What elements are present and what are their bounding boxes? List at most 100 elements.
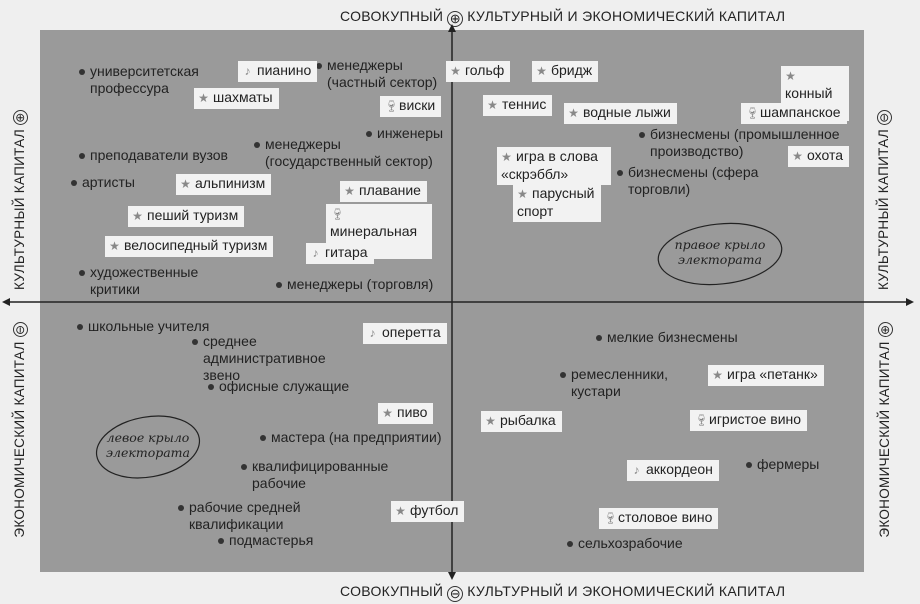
top-title-left: СОВОКУПНЫЙ [340, 8, 444, 24]
profession-label: фермеры [745, 456, 820, 472]
practice-text: велосипедный туризм [124, 237, 268, 253]
star-icon: ★ [109, 239, 120, 253]
practice-text: игристое вино [709, 411, 802, 427]
practice-text: футбол [410, 502, 459, 518]
profession-label: менеджеры (торговля) [275, 276, 434, 292]
practice-label: ★игра в слова «скрэббл» [497, 147, 611, 185]
profession-label: менеджеры (частный сектор) [316, 57, 447, 91]
star-icon: ★ [180, 177, 191, 191]
practice-label: ★ гольф [446, 61, 511, 82]
practice-text: гольф [465, 62, 505, 78]
music-note-icon: ♪ [633, 463, 640, 477]
practice-label: ★ охота [788, 146, 849, 167]
practice-label: ★ плавание [340, 181, 427, 202]
star-icon: ★ [132, 209, 143, 223]
practice-text: охота [807, 147, 843, 163]
practice-text: плавание [359, 182, 421, 198]
plus-symbol-icon: ⊕ [447, 11, 464, 27]
star-icon: ★ [568, 106, 579, 120]
left-wing-oval [95, 415, 201, 479]
practice-label: ★бридж [532, 61, 599, 82]
practice-label: ★парусный спорт [513, 184, 601, 222]
profession-label: бизнесмены (промышленное производство) [639, 126, 850, 160]
practice-text: оперетта [382, 324, 441, 340]
star-icon: ★ [712, 368, 723, 382]
practice-label: ♪ аккордеон [627, 460, 719, 481]
glass-icon: 🍷︎ [745, 106, 761, 120]
practice-text: пиво [397, 404, 428, 420]
practice-label: ★рыбалка [481, 411, 562, 432]
profession-label: мелкие бизнесмены [596, 329, 738, 345]
profession-label: среднее административное звено [192, 333, 348, 384]
glass-icon: 🍷︎ [694, 413, 710, 427]
top-axis-title: СОВОКУПНЫЙ⊕КУЛЬТУРНЫЙ И ЭКОНОМИЧЕСКИЙ КА… [340, 8, 785, 27]
right-wing-oval [657, 222, 783, 286]
profession-text: менеджеры (государственный сектор) [265, 136, 433, 169]
practice-text: теннис [502, 96, 547, 112]
practice-text: игра в слова «скрэббл» [501, 148, 598, 182]
star-icon: ★ [517, 187, 528, 201]
profession-label: подмастерья [217, 532, 314, 548]
left-wing-label: левое крыло электората [106, 430, 190, 460]
practice-text: гитара [325, 244, 368, 260]
profession-text: бизнесмены (промышленное производство) [650, 126, 840, 159]
arrow-left-icon [2, 298, 10, 306]
practice-label: ♪ оперетта [363, 323, 447, 344]
practice-label: ★игра «петанк» [708, 365, 824, 386]
profession-label: сельхозрабочие [567, 535, 683, 551]
profession-label: бизнесмены (сфера торговли) [617, 164, 768, 198]
bottom-axis-title: СОВОКУПНЫЙ⊖КУЛЬТУРНЫЙ И ЭКОНОМИЧЕСКИЙ КА… [340, 583, 785, 602]
music-note-icon: ♪ [312, 246, 319, 260]
profession-label: артисты [71, 174, 135, 190]
star-icon: ★ [487, 98, 498, 112]
profession-text: художественные критики [90, 264, 199, 297]
profession-label: школьные учителя [76, 318, 210, 334]
arrow-up-icon [448, 24, 456, 32]
profession-text: квалифицированные рабочие [252, 458, 389, 491]
practice-text: альпинизм [195, 175, 266, 191]
profession-text: бизнесмены (сфера торговли) [628, 164, 759, 197]
practice-label: ♪ гитара [306, 243, 374, 264]
practice-label: 🍷︎игристое вино [690, 410, 808, 431]
profession-label: преподаватели вузов [79, 147, 228, 163]
right-wing-label: правое крыло электората [674, 237, 766, 267]
music-note-icon: ♪ [369, 326, 376, 340]
glass-icon: 🍷︎ [603, 511, 619, 525]
star-icon: ★ [344, 184, 355, 198]
practice-label: ★ велосипедный туризм [105, 236, 274, 257]
profession-label: мастера (на предприятии) [259, 429, 442, 445]
practice-text: столовое вино [618, 509, 713, 525]
profession-text: ремесленники, кустари [571, 366, 669, 399]
profession-text: среднее административное звено [203, 333, 326, 383]
star-icon: ★ [395, 504, 406, 518]
practice-label: ★ футбол [391, 501, 465, 522]
star-icon: ★ [792, 149, 803, 163]
profession-label: университетская профессура [79, 63, 220, 97]
practice-label: 🍷︎виски [380, 96, 442, 117]
practice-label: 🍷︎шампанское [741, 103, 847, 124]
profession-text: университетская профессура [90, 63, 199, 96]
profession-label: рабочие средней квалификации [178, 499, 314, 533]
glass-icon: 🍷︎ [384, 99, 400, 113]
practice-text: бридж [551, 62, 593, 78]
practice-label: ★ водные лыжи [564, 103, 677, 124]
profession-text: менеджеры (частный сектор) [327, 57, 438, 90]
practice-text: шахматы [213, 89, 273, 105]
star-icon: ★ [450, 64, 461, 78]
glass-icon: 🍷︎ [330, 207, 346, 221]
arrow-down-icon [448, 572, 456, 580]
practice-text: рыбалка [500, 412, 556, 428]
practice-label: ★ теннис [483, 95, 553, 116]
practice-label: ★ пиво [378, 403, 434, 424]
practice-label: ★шахматы [194, 88, 279, 109]
practice-label: ★ альпинизм [176, 174, 272, 195]
practice-text: водные лыжи [583, 104, 671, 120]
bottom-title-left: СОВОКУПНЫЙ [340, 583, 444, 599]
music-note-icon: ♪ [244, 64, 251, 78]
star-icon: ★ [382, 406, 393, 420]
bottom-title-right: КУЛЬТУРНЫЙ И ЭКОНОМИЧЕСКИЙ КАПИТАЛ [467, 583, 786, 599]
practice-text: аккордеон [646, 461, 713, 477]
minus-symbol-icon: ⊖ [447, 586, 464, 602]
profession-label: менеджеры (государственный сектор) [254, 136, 445, 170]
